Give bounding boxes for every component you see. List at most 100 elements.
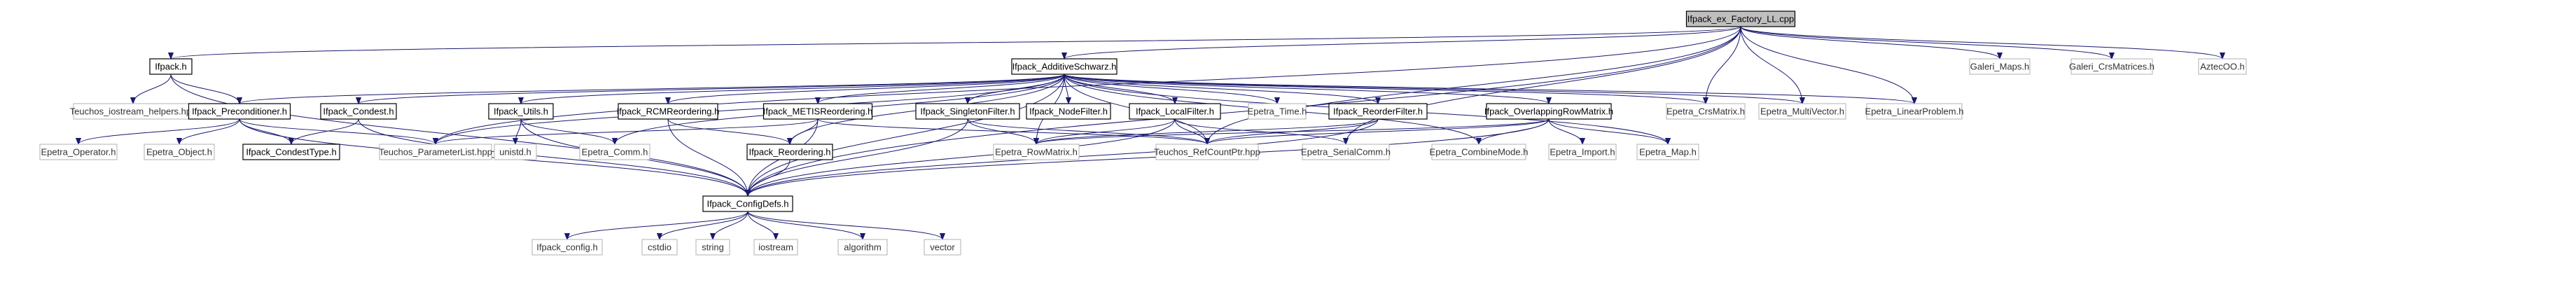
- node-algorithm: algorithm: [837, 239, 888, 256]
- edge-condest-to-condest_type: [291, 118, 359, 145]
- edge-configdefs-to-vector: [747, 211, 942, 240]
- node-box: [1155, 144, 1259, 160]
- node-box: [1026, 103, 1111, 120]
- edge-root-to-epetra_linearproblem: [1740, 26, 1914, 104]
- node-box: [2198, 58, 2247, 75]
- node-label: Ifpack_SingletonFilter.h: [920, 106, 1015, 117]
- edge-singleton-to-epetra_rowmatrix: [967, 118, 1036, 145]
- node-metis[interactable]: Ifpack_METISReordering.h: [763, 103, 873, 120]
- node-label: Ifpack_AdditiveSchwarz.h: [1012, 62, 1117, 72]
- node-box: [1685, 11, 1796, 27]
- node-nodefilter[interactable]: Ifpack_NodeFilter.h: [1026, 103, 1111, 120]
- nodes-layer: Ifpack_ex_Factory_LL.cppIfpack.hTeuchos_…: [39, 11, 2247, 256]
- node-epetra-linearproblem: Epetra_LinearProblem.h: [1865, 103, 1963, 120]
- node-box: [488, 103, 554, 120]
- node-label: Ifpack_OverlappingRowMatrix.h: [1484, 106, 1613, 117]
- edge-metis-to-param_list: [436, 118, 819, 145]
- node-configdefs[interactable]: Ifpack_ConfigDefs.h: [702, 195, 793, 212]
- node-box: [1302, 144, 1390, 160]
- node-reordering[interactable]: Ifpack_Reordering.h: [746, 144, 833, 160]
- node-overlap[interactable]: Ifpack_OverlappingRowMatrix.h: [1484, 103, 1613, 120]
- node-condest[interactable]: Ifpack_Condest.h: [320, 103, 397, 120]
- edge-ifpack_h-to-teuchos_iostream: [133, 74, 172, 104]
- node-box: [1328, 103, 1428, 120]
- node-label: Epetra_SerialComm.h: [1301, 147, 1391, 158]
- node-epetra-crsmatrix: Epetra_CrsMatrix.h: [1666, 103, 1746, 120]
- edge-metis-to-rcp: [817, 118, 1207, 145]
- node-label: algorithm: [844, 242, 881, 253]
- node-label: Ifpack_NodeFilter.h: [1029, 106, 1108, 117]
- node-box: [320, 103, 397, 120]
- node-epetra-rowmatrix: Epetra_RowMatrix.h: [993, 144, 1080, 160]
- edge-ifpack_h-to-configdefs: [170, 74, 748, 196]
- node-cstdio: cstdio: [641, 239, 678, 256]
- edge-additive-to-metis: [818, 74, 1065, 104]
- node-label: Epetra_Comm.h: [582, 147, 648, 158]
- edge-additive-to-utils: [521, 74, 1065, 104]
- node-box: [1636, 144, 1699, 160]
- node-box: [641, 239, 678, 256]
- node-box: [1486, 103, 1612, 120]
- edge-root-to-ifpack_h: [171, 26, 1741, 59]
- node-label: Ifpack_Preconditioner.h: [192, 106, 287, 117]
- node-condest-type[interactable]: Ifpack_CondestType.h: [242, 144, 340, 160]
- node-additive[interactable]: Ifpack_AdditiveSchwarz.h: [1011, 58, 1118, 75]
- node-reorderfilter[interactable]: Ifpack_ReorderFilter.h: [1328, 103, 1428, 120]
- node-label: Epetra_Object.h: [146, 147, 212, 158]
- node-singleton[interactable]: Ifpack_SingletonFilter.h: [915, 103, 1020, 120]
- node-epetra-time: Epetra_Time.h: [1248, 103, 1307, 120]
- edge-additive-to-configdefs: [748, 74, 1065, 196]
- edge-configdefs-to-iostream: [747, 211, 776, 240]
- edge-additive-to-condest: [358, 74, 1065, 104]
- node-label: AztecOO.h: [2200, 62, 2245, 72]
- edge-precond-to-configdefs: [239, 118, 748, 196]
- edge-root-to-galeri_maps: [1740, 26, 2000, 60]
- node-ifpack-h[interactable]: Ifpack.h: [149, 58, 193, 75]
- edge-configdefs-to-cstdio: [660, 211, 749, 240]
- node-galeri-crs: Galeri_CrsMatrices.h: [2069, 58, 2154, 75]
- node-rcp: Teuchos_RefCountPtr.hpp: [1154, 144, 1260, 160]
- node-epetra-combinemode: Epetra_CombineMode.h: [1430, 144, 1528, 160]
- node-label: Galeri_Maps.h: [1970, 62, 2030, 72]
- node-box: [1548, 144, 1617, 160]
- edge-overlap-to-epetra_import: [1548, 118, 1582, 145]
- node-box: [763, 103, 873, 120]
- node-precond[interactable]: Ifpack_Preconditioner.h: [188, 103, 291, 120]
- node-label: Epetra_Time.h: [1248, 106, 1307, 117]
- node-box: [149, 58, 193, 75]
- node-root[interactable]: Ifpack_ex_Factory_LL.cpp: [1685, 11, 1796, 27]
- node-box: [1129, 103, 1221, 120]
- edge-root-to-galeri_crs: [1740, 26, 2112, 60]
- edge-additive-to-epetra_linearproblem: [1064, 74, 1914, 104]
- edge-additive-to-precond: [239, 74, 1065, 104]
- node-epetra-operator: Epetra_Operator.h: [39, 144, 118, 160]
- edge-utils-to-epetra_comm: [520, 118, 615, 145]
- edge-root-to-rcp: [1207, 26, 1741, 144]
- node-label: string: [702, 242, 724, 253]
- node-box: [1011, 58, 1118, 75]
- edge-root-to-epetra_crsmatrix: [1706, 26, 1741, 104]
- edges-layer: [78, 26, 2222, 240]
- edge-root-to-additive: [1064, 26, 1741, 60]
- node-localfilter[interactable]: Ifpack_LocalFilter.h: [1129, 103, 1221, 120]
- node-label: Ifpack.h: [155, 62, 187, 72]
- edge-overlap-to-epetra_map: [1548, 118, 1668, 145]
- node-box: [993, 144, 1080, 160]
- node-label: Teuchos_RefCountPtr.hpp: [1154, 147, 1260, 158]
- node-box: [915, 103, 1020, 120]
- edge-additive-to-overlap: [1064, 74, 1549, 104]
- node-aztecoo: AztecOO.h: [2198, 58, 2247, 75]
- node-box: [1969, 58, 2031, 75]
- node-utils[interactable]: Ifpack_Utils.h: [488, 103, 554, 120]
- edge-localfilter-to-epetra_serialcomm: [1174, 118, 1346, 145]
- node-box: [618, 103, 718, 120]
- node-iostream: iostream: [753, 239, 798, 256]
- node-label: Ifpack_ex_Factory_LL.cpp: [1687, 14, 1794, 25]
- node-label: Epetra_RowMatrix.h: [995, 147, 1078, 158]
- node-rcm[interactable]: Ifpack_RCMReordering.h: [617, 103, 720, 120]
- node-galeri-maps: Galeri_Maps.h: [1969, 58, 2031, 75]
- edge-additive-to-reorderfilter: [1064, 74, 1378, 104]
- edge-reorderfilter-to-epetra_rowmatrix: [1036, 118, 1379, 145]
- node-epetra-object: Epetra_Object.h: [144, 144, 215, 160]
